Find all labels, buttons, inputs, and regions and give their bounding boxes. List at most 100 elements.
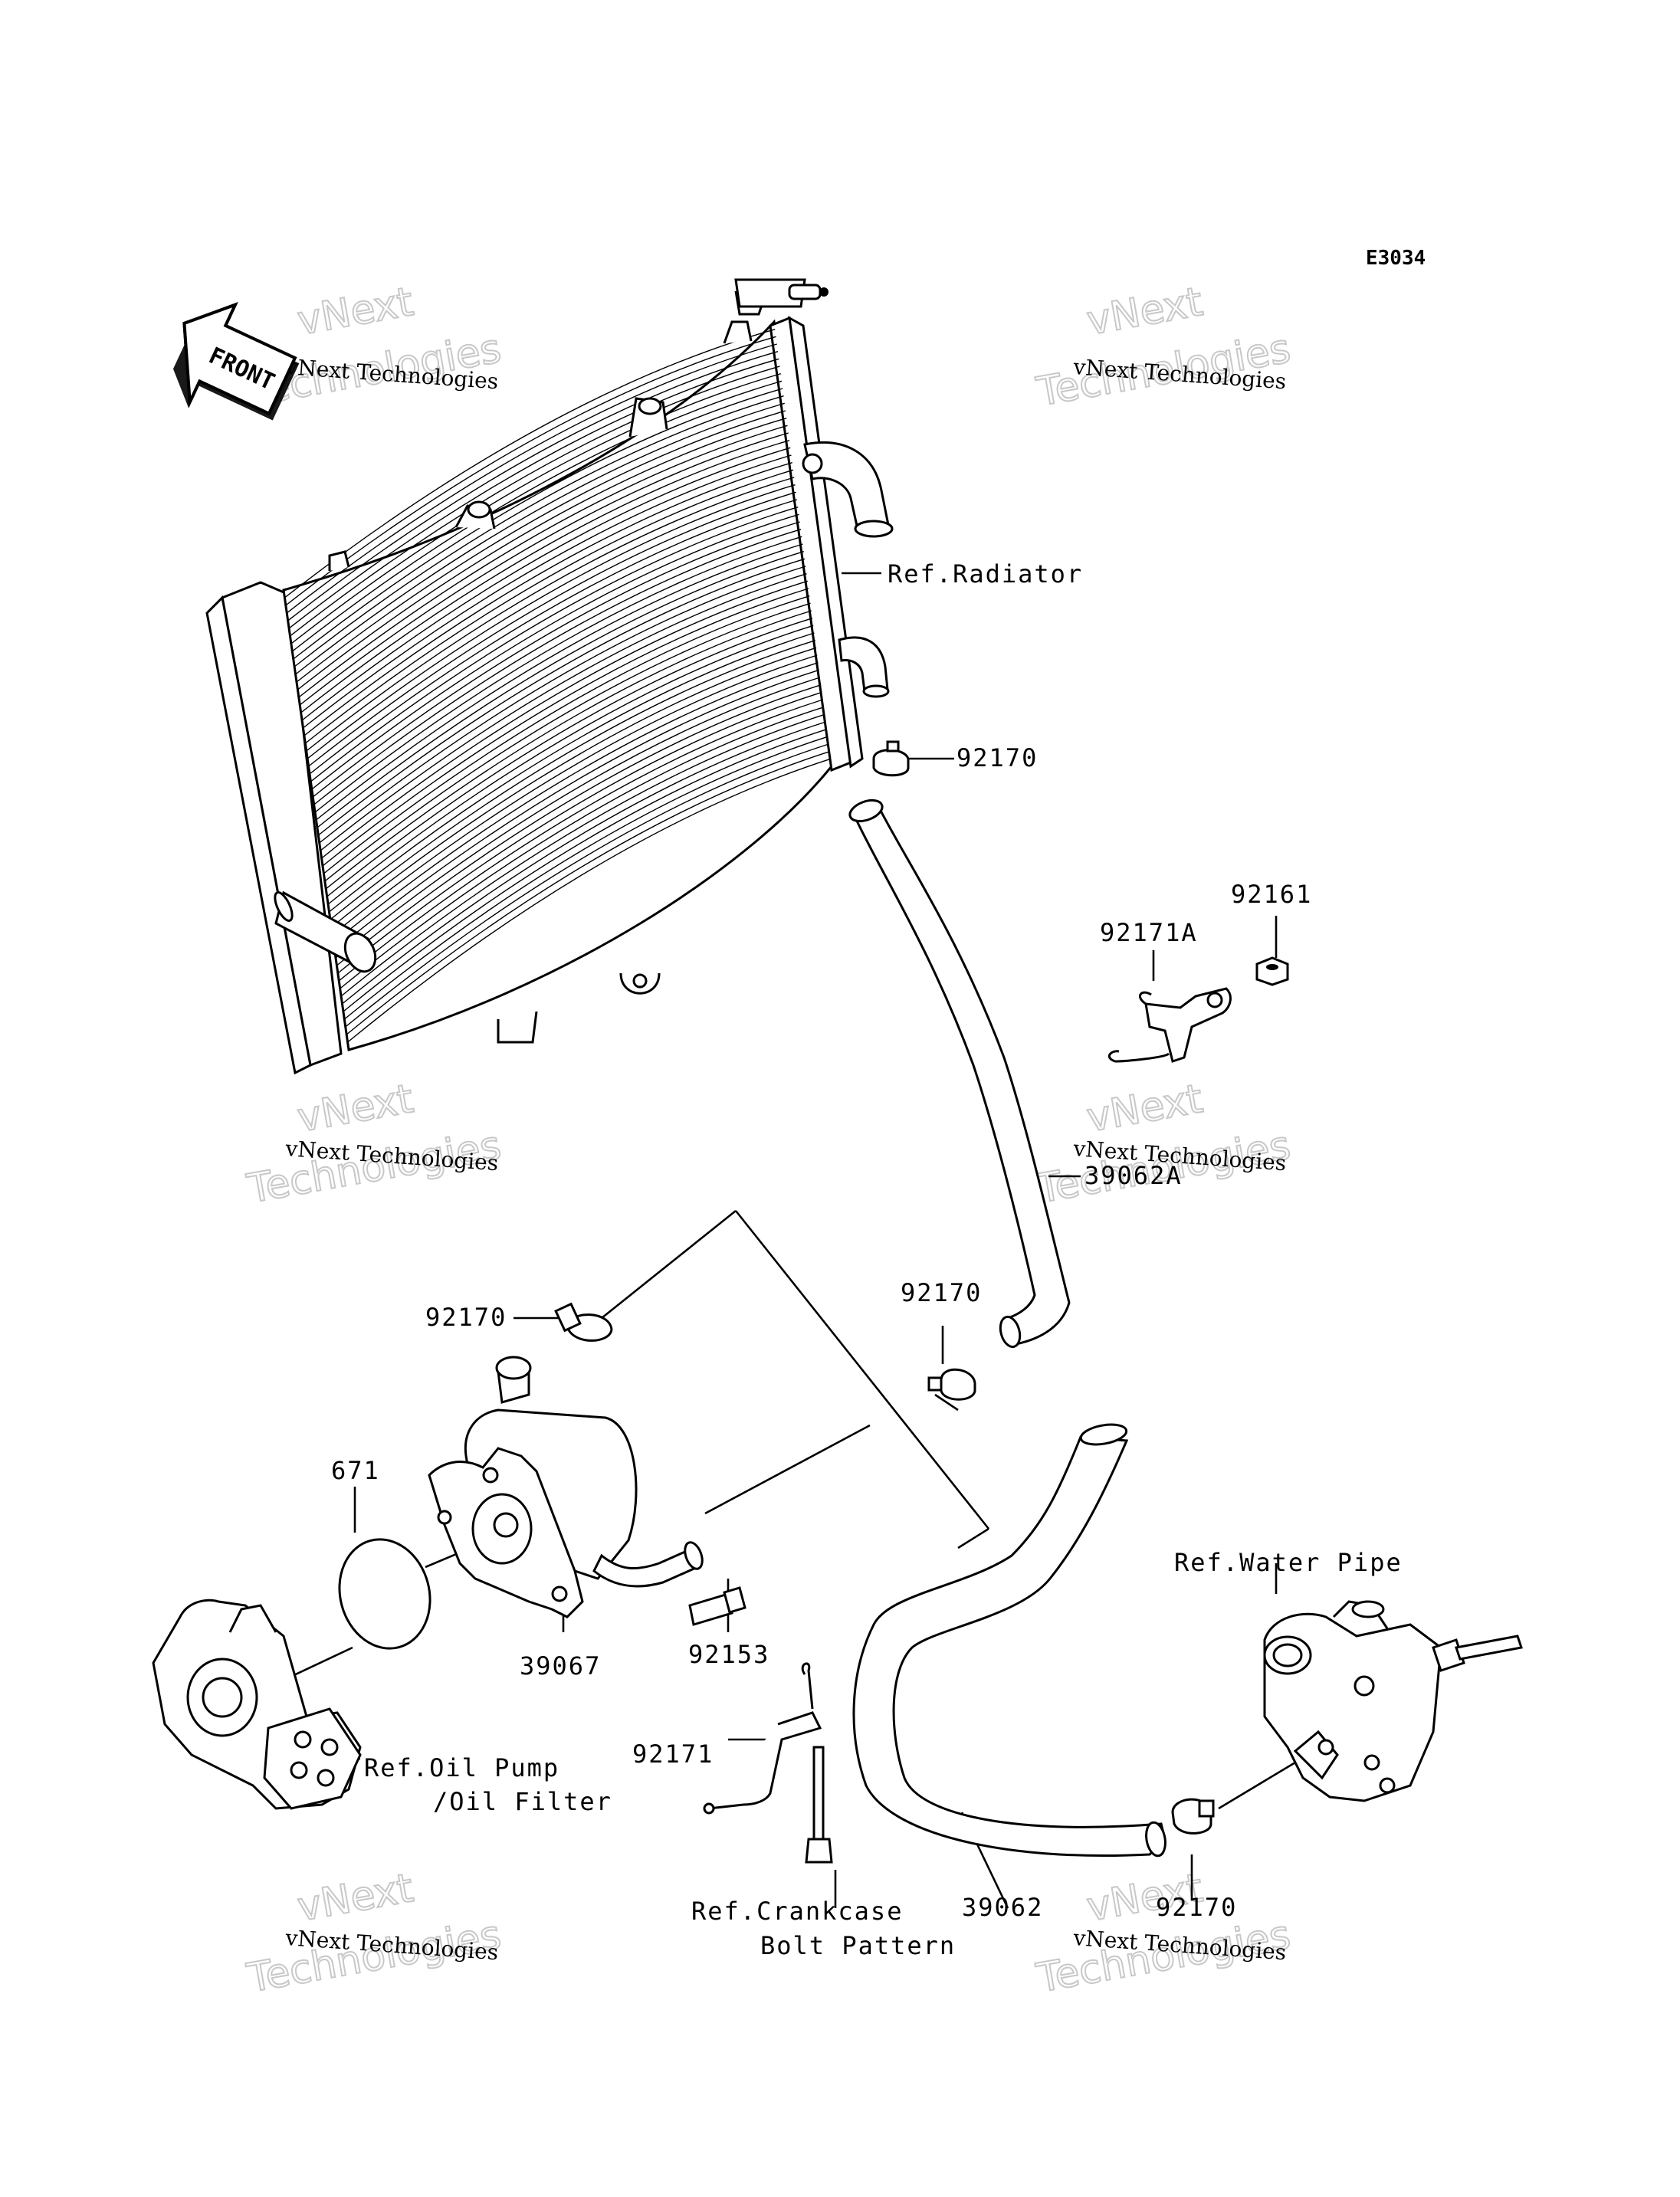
watermark-top-right: vNext Technologies <box>1032 278 1294 416</box>
radiator-fin-line <box>310 506 799 782</box>
radiator-fin-line <box>342 721 826 1005</box>
radiator-fin-line <box>343 729 827 1012</box>
radiator-fin-line <box>336 684 822 966</box>
radiator-fin-line <box>346 751 830 1035</box>
label-92170-top: 92170 <box>956 743 1038 772</box>
label-671: 671 <box>331 1456 380 1485</box>
radiator-fin-line <box>335 677 821 959</box>
radiator-fin-line <box>330 647 817 928</box>
radiator-fin-line <box>295 402 785 675</box>
label-92171: 92171 <box>632 1740 714 1769</box>
crankcase-bolt-icon <box>805 1746 833 1864</box>
watermark-big-text: vNext <box>1084 279 1206 344</box>
label-92171a: 92171A <box>1100 918 1198 947</box>
radiator-icon <box>205 278 894 1075</box>
radiator-fin-line <box>293 388 783 660</box>
radiator-fin-line <box>297 417 787 690</box>
radiator-fin-line <box>338 699 823 982</box>
radiator-fin-line <box>333 661 819 943</box>
water-pump-icon <box>1263 1600 1523 1802</box>
radiator-fin-line <box>285 336 776 606</box>
hose-clamp-icon <box>554 1302 613 1342</box>
radiator-fins <box>284 328 831 1043</box>
radiator-fin-line <box>321 580 808 859</box>
radiator-fin-line <box>347 758 831 1043</box>
radiator-fin-line <box>334 669 819 951</box>
part-labels: Ref.Radiator 92170 92161 92171A 39062A 9… <box>331 559 1403 1960</box>
label-39062a: 39062A <box>1084 1161 1183 1190</box>
watermark-big-text: vNext <box>294 279 417 344</box>
radiator-fin-line <box>291 380 783 652</box>
oil-pump-housing-icon <box>152 1599 362 1810</box>
radiator-fin-line <box>306 477 795 752</box>
watermark-bottom-left: vNext Technologies <box>243 1864 505 2002</box>
label-bolt-pattern: Bolt Pattern <box>760 1931 956 1960</box>
radiator-fin-line <box>343 736 829 1020</box>
radiator-fin-line <box>319 566 806 844</box>
label-ref-oil-filter: /Oil Filter <box>433 1787 612 1816</box>
bolt-92153-icon <box>688 1586 746 1626</box>
radiator-fin-line <box>309 499 798 775</box>
radiator-fin-line <box>324 602 811 882</box>
leader-lines <box>287 572 1296 1909</box>
watermark-mid-left: vNext Technologies <box>243 1075 505 1213</box>
label-92153: 92153 <box>688 1640 769 1669</box>
radiator-fin-line <box>286 343 777 614</box>
hose-clamp-icon <box>872 740 910 777</box>
radiator-fin-line <box>300 439 790 713</box>
radiator-fin-line <box>304 469 794 744</box>
label-92170-bottom: 92170 <box>1156 1893 1237 1922</box>
radiator-fin-line <box>288 358 779 629</box>
radiator-fin-line <box>340 706 825 989</box>
label-39062: 39062 <box>962 1893 1043 1922</box>
radiator-fin-line <box>307 484 796 759</box>
radiator-fin-line <box>287 350 779 621</box>
radiator-fin-line <box>314 536 802 813</box>
radiator-fin-line <box>298 425 788 698</box>
radiator-fin-line <box>296 410 786 683</box>
o-ring-671-icon <box>338 1538 431 1650</box>
hose-clamp-icon <box>927 1368 976 1401</box>
radiator-fin-line <box>312 521 800 798</box>
radiator-fin-line <box>345 743 829 1028</box>
radiator-fin-line <box>317 550 804 828</box>
label-ref-radiator: Ref.Radiator <box>888 559 1083 589</box>
label-39067: 39067 <box>520 1651 601 1681</box>
diagram-code: E3034 <box>1366 247 1426 270</box>
radiator-fin-line <box>294 395 784 667</box>
radiator-fin-line <box>326 617 813 897</box>
oil-cooler-39067-icon <box>428 1356 704 1618</box>
radiator-fin-line <box>301 447 791 721</box>
radiator-fin-line <box>317 558 806 836</box>
radiator-fin-line <box>340 713 825 997</box>
radiator-fin-line <box>290 366 780 637</box>
radiator-fin-line <box>304 461 792 736</box>
hose-39062a-icon <box>848 798 1071 1349</box>
radiator-fin-line <box>303 454 792 729</box>
label-ref-crankcase: Ref.Crankcase <box>691 1897 903 1926</box>
radiator-fin-line <box>329 632 815 913</box>
radiator-fin-line <box>322 588 809 867</box>
label-ref-water-pipe: Ref.Water Pipe <box>1174 1548 1403 1577</box>
watermark-big-text: vNext <box>294 1865 417 1930</box>
nut-92161-icon <box>1255 956 1289 986</box>
label-92161: 92161 <box>1231 880 1312 909</box>
bracket-92171-icon <box>703 1662 822 1815</box>
bracket-92171a-icon <box>1107 987 1232 1063</box>
label-ref-oil-pump: Ref.Oil Pump <box>364 1753 559 1782</box>
radiator-fin-line <box>316 543 803 821</box>
label-92170-mid: 92170 <box>901 1278 982 1307</box>
radiator-fin-line <box>330 639 815 920</box>
radiator-fin-line <box>320 572 807 851</box>
watermark-big-text: vNext <box>1084 1076 1206 1141</box>
radiator-fin-line <box>323 595 810 874</box>
hose-39062-icon <box>852 1423 1166 1858</box>
radiator-fin-line <box>332 654 818 936</box>
radiator-fin-line <box>337 691 822 974</box>
label-92170-left: 92170 <box>425 1303 507 1332</box>
watermark-bottom-right: vNext Technologies <box>1032 1864 1294 2002</box>
radiator-fin-line <box>299 432 789 706</box>
radiator-fin-line <box>311 513 799 790</box>
radiator-fin-line <box>325 610 812 890</box>
